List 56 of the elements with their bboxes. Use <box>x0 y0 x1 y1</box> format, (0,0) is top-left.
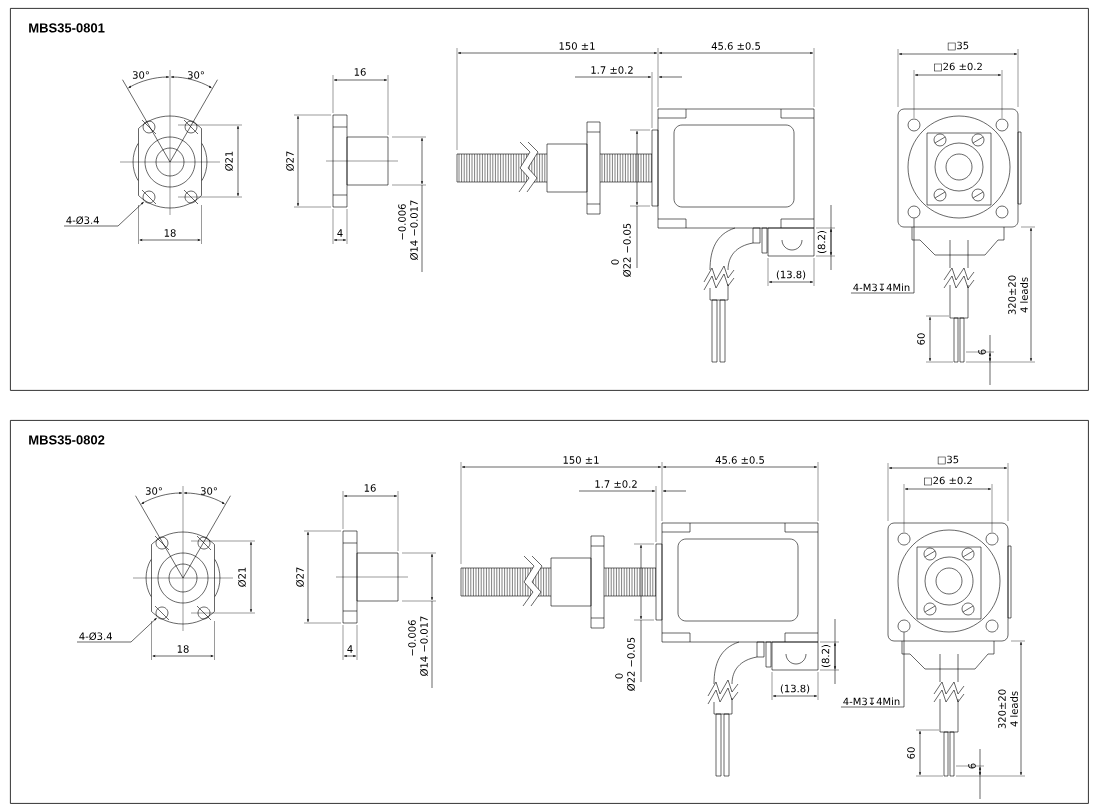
dimension-label: 30° <box>132 71 149 79</box>
callout-label: 4-M3↧4Min <box>843 697 900 706</box>
leader-line <box>850 218 915 294</box>
dimension-label: Ø14 −0.017 <box>410 200 418 260</box>
dimension-label: 60 <box>907 747 915 759</box>
dimension-label: 1.7 ±0.2 <box>595 480 637 488</box>
dimension-label: 320±20 <box>1008 275 1016 315</box>
dimension-label: −0.006 <box>398 204 406 240</box>
dimension-label: Ø22 −0.05 <box>627 637 635 691</box>
dimension-label: Ø22 −0.05 <box>623 223 631 277</box>
dimension-label: □35 <box>937 455 959 465</box>
leader-line <box>63 201 144 227</box>
mounting-hole <box>155 606 169 620</box>
dimension-label: 16 <box>354 68 366 76</box>
leader-line <box>840 632 905 708</box>
dimension-label: −0.006 <box>408 620 416 656</box>
dimension-label: □35 <box>947 41 969 51</box>
dimension-label: 6 <box>968 763 976 769</box>
dimension-label: 60 <box>917 333 925 345</box>
dimension-label: 16 <box>364 484 376 492</box>
dimension-label: (8.2) <box>817 231 827 253</box>
dimension-label: Ø21 <box>225 151 233 171</box>
dimension-label: 320±20 <box>998 689 1006 729</box>
dimension-label: Ø21 <box>238 567 246 587</box>
dimension-label: 45.6 ±0.5 <box>711 42 760 50</box>
dimension-label: (13.8) <box>776 270 806 280</box>
dimension-label: 0 <box>615 673 623 679</box>
dimension-label: Ø27 <box>296 567 304 587</box>
mounting-hole <box>907 205 921 219</box>
dimension-label: 6 <box>978 349 986 355</box>
dimension-label: 18 <box>177 645 189 653</box>
dimension-label: 30° <box>187 71 204 79</box>
dimension-label: 0 <box>611 259 619 265</box>
dimension-label: 30° <box>200 487 217 495</box>
dimension-label: (8.2) <box>821 645 831 667</box>
dimension-label: 30° <box>145 487 162 495</box>
dimension-label: 18 <box>164 229 176 237</box>
leader-line <box>76 617 157 643</box>
callout-label: 4-Ø3.4 <box>79 632 112 641</box>
dimension-label: Ø14 −0.017 <box>420 616 428 676</box>
dimension-label: (13.8) <box>780 684 810 694</box>
callout-label: 4-Ø3.4 <box>66 216 99 225</box>
dimension-label: 4 leads <box>1020 277 1028 313</box>
dimension-label: □26 ±0.2 <box>924 476 972 486</box>
dimension-label: 4 <box>337 229 343 237</box>
dimension-label: 1.7 ±0.2 <box>591 66 633 74</box>
dimension-label: 150 ±1 <box>559 42 595 50</box>
dimension-label: □26 ±0.2 <box>934 62 982 72</box>
mounting-hole <box>897 619 911 633</box>
dimension-label: 4 leads <box>1010 691 1018 727</box>
dimension-label: 45.6 ±0.5 <box>715 456 764 464</box>
callout-label: 4-M3↧4Min <box>853 283 910 292</box>
dimension-label: 4 <box>347 645 353 653</box>
dimension-label: Ø27 <box>286 151 294 171</box>
mounting-hole <box>142 190 156 204</box>
dimension-label: 150 ±1 <box>563 456 599 464</box>
